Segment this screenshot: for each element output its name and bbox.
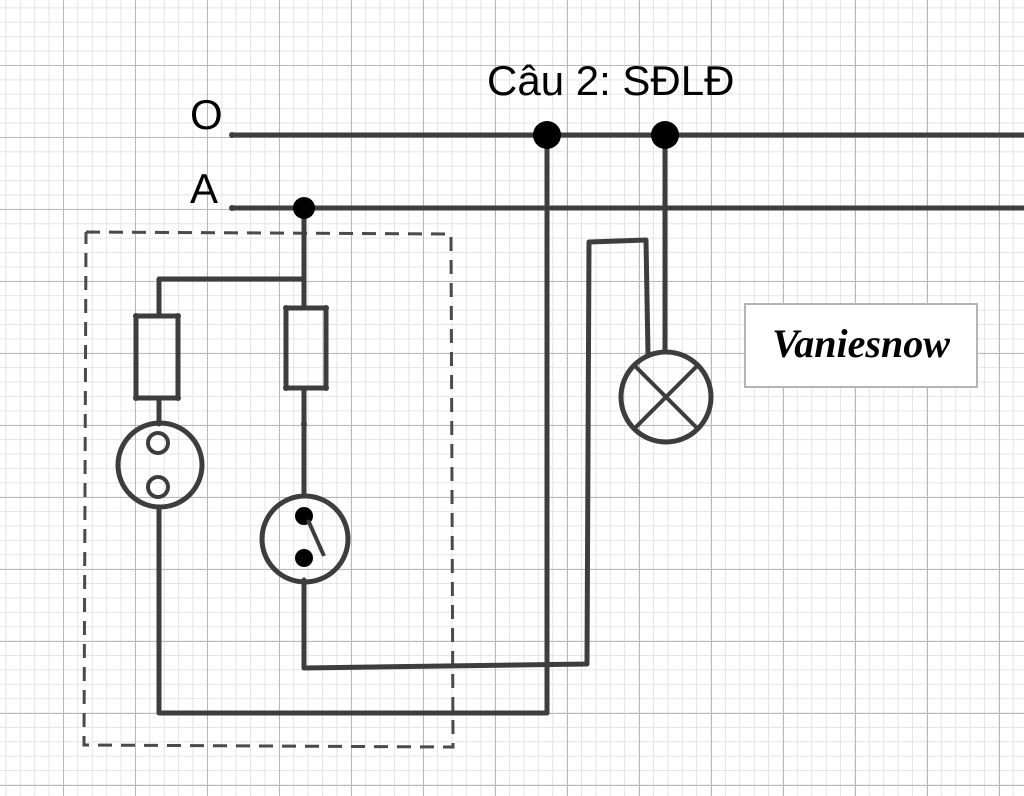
socket-fuse-icon — [133, 313, 181, 401]
lamp-fuse-icon — [283, 305, 329, 391]
distribution-board-enclosure — [82, 230, 455, 749]
socket-symbol-icon — [115, 420, 205, 510]
phase-junction-node — [293, 197, 315, 219]
phase-line-start-point — [229, 205, 235, 211]
neutral-junction-node-board — [533, 121, 561, 149]
socket-return-wire — [156, 504, 550, 716]
author-signature: Vaniesnow — [744, 303, 978, 388]
switch-to-lamp-wire — [301, 237, 651, 671]
signature-text: Vaniesnow — [772, 321, 950, 366]
neutral-junction-node-lamp — [651, 121, 679, 149]
wire-junction-point — [301, 421, 307, 427]
neutral-line-start-point — [229, 132, 235, 138]
socket-branch-wire — [156, 276, 307, 319]
switch-symbol-icon — [259, 493, 351, 585]
neutral-line-label: O — [190, 91, 223, 138]
lamp-symbol-icon — [618, 349, 714, 445]
diagram-title: Câu 2: SĐLĐ — [487, 57, 734, 104]
phase-line-label: A — [190, 165, 218, 212]
